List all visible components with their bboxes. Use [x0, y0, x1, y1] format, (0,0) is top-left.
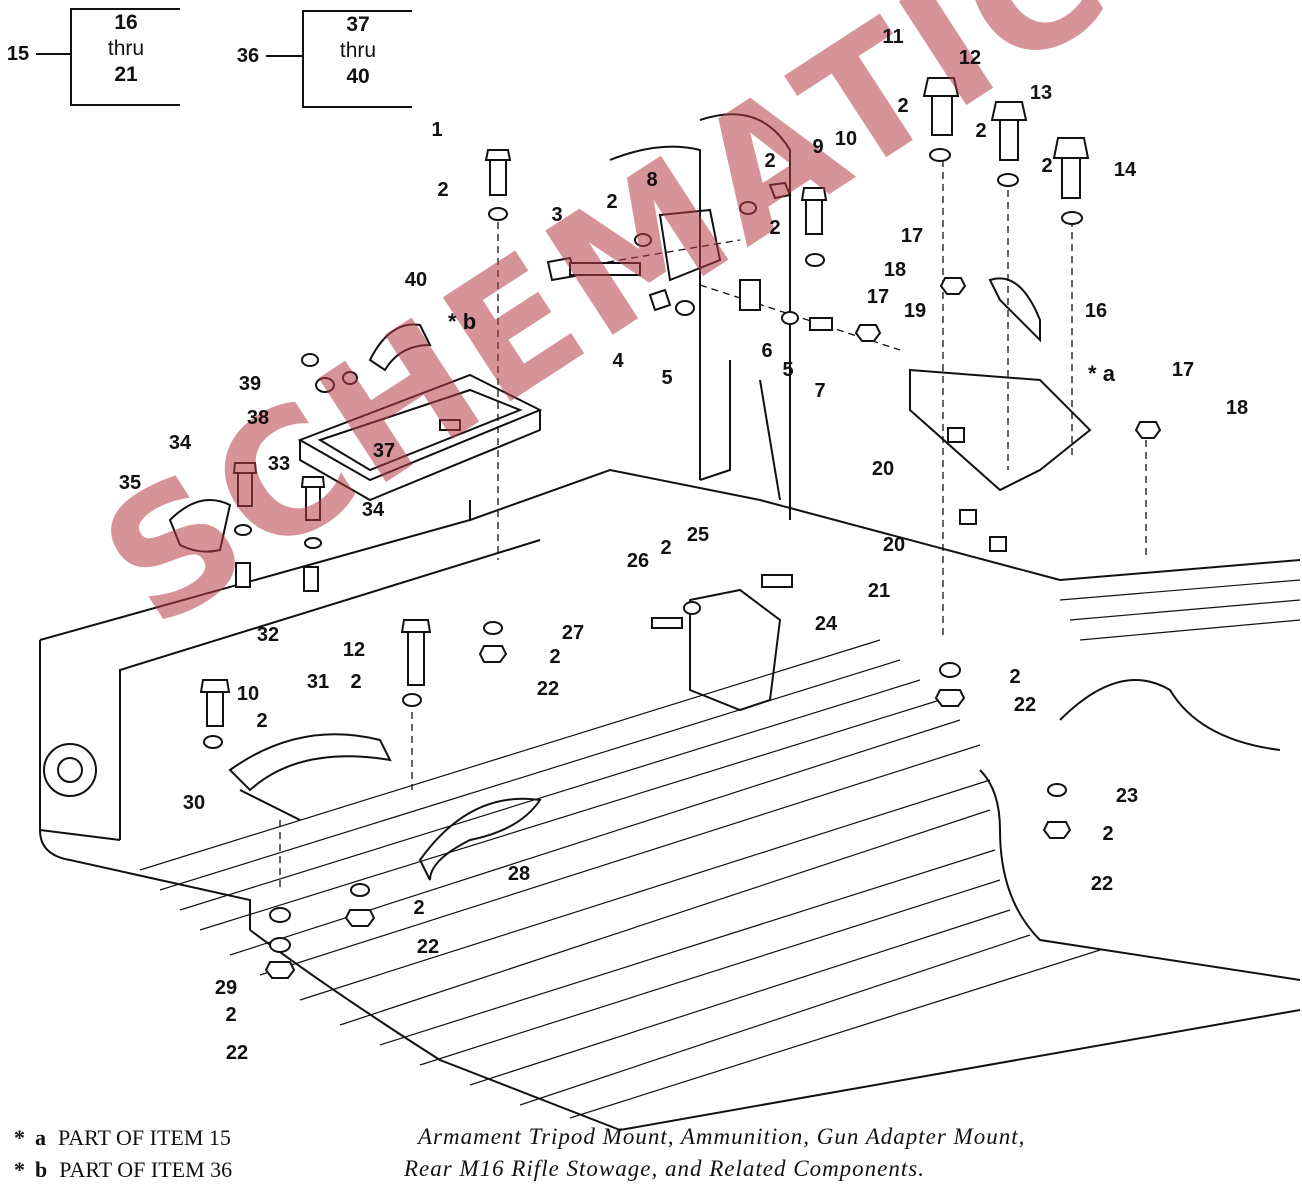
callout-ref-15: 15 [6, 43, 30, 65]
callout-9: 9 [812, 136, 824, 158]
callout-2: 2 [975, 120, 987, 142]
callout-2: 2 [606, 191, 618, 213]
callout-2: 2 [1041, 155, 1053, 177]
callout-6: 6 [761, 340, 773, 362]
callout-16: 16 [1084, 300, 1108, 322]
callout-2: 2 [660, 537, 672, 559]
callout-box-37-40: 37 thru 40 [302, 10, 412, 108]
callout-10: 10 [834, 128, 858, 150]
callout-38: 38 [246, 407, 270, 429]
callout-2: 2 [437, 179, 449, 201]
callout-18: 18 [883, 259, 907, 281]
callout-2: 2 [549, 646, 561, 668]
callout-2: 2 [350, 671, 362, 693]
callout-2: 2 [764, 150, 776, 172]
legend-item-a: * a PART OF ITEM 15 [14, 1126, 231, 1150]
callout-22: 22 [1013, 694, 1037, 716]
callout-20: 20 [882, 534, 906, 556]
group-mark-b: * b [448, 310, 476, 334]
callout-32: 32 [256, 624, 280, 646]
callout-33: 33 [267, 453, 291, 475]
legend-key: a [35, 1125, 46, 1150]
legend-text: PART OF ITEM 36 [59, 1157, 233, 1182]
callout-3: 3 [551, 204, 563, 226]
callout-14: 14 [1113, 159, 1137, 181]
callout-box-thru: thru [339, 39, 377, 62]
callout-17: 17 [1171, 359, 1195, 381]
callout-5: 5 [782, 359, 794, 381]
fasteners [199, 77, 1162, 979]
callout-box-to: 40 [346, 65, 370, 88]
callout-2: 2 [769, 217, 781, 239]
callout-29: 29 [214, 977, 238, 999]
callout-23: 23 [1115, 785, 1139, 807]
callout-ref-36: 36 [236, 45, 260, 67]
callout-27: 27 [561, 622, 585, 644]
legend-item-b: * b PART OF ITEM 36 [14, 1158, 232, 1182]
group-mark-star: * [1088, 361, 1097, 386]
callout-34: 34 [361, 499, 385, 521]
callout-22: 22 [536, 678, 560, 700]
callout-12: 12 [958, 47, 982, 69]
group-mark-letter: a [1102, 361, 1115, 386]
callout-21: 21 [867, 580, 891, 602]
callout-22: 22 [225, 1042, 249, 1064]
callout-2: 2 [897, 95, 909, 117]
callout-12: 12 [342, 639, 366, 661]
callout-24: 24 [814, 613, 838, 635]
legend-key: b [35, 1157, 48, 1182]
group-mark-a: * a [1088, 362, 1115, 386]
callout-4: 4 [612, 350, 624, 372]
caption-line-1: Armament Tripod Mount, Ammunition, Gun A… [418, 1124, 1026, 1149]
callout-13: 13 [1029, 82, 1053, 104]
callout-10: 10 [236, 683, 260, 705]
legend-star: * [14, 1157, 25, 1182]
callout-2: 2 [1102, 823, 1114, 845]
callout-7: 7 [814, 380, 826, 402]
callout-40: 40 [404, 269, 428, 291]
callout-28: 28 [507, 863, 531, 885]
group-mark-star: * [448, 309, 457, 334]
callout-26: 26 [626, 550, 650, 572]
callout-box-thru: thru [107, 37, 145, 60]
callout-2: 2 [256, 710, 268, 732]
bed-floor-ribs [139, 579, 1301, 1119]
callout-31: 31 [306, 671, 330, 693]
callout-box-from: 37 [346, 13, 370, 36]
callout-22: 22 [1090, 873, 1114, 895]
callout-19: 19 [903, 300, 927, 322]
callout-2: 2 [225, 1004, 237, 1026]
callout-35: 35 [118, 472, 142, 494]
callout-30: 30 [182, 792, 206, 814]
callout-25: 25 [686, 524, 710, 546]
callout-37: 37 [372, 440, 396, 462]
group-mark-letter: b [462, 309, 477, 334]
callout-22: 22 [416, 936, 440, 958]
callout-5: 5 [661, 367, 673, 389]
callout-39: 39 [238, 373, 262, 395]
callout-17: 17 [900, 225, 924, 247]
legend-text: PART OF ITEM 15 [58, 1125, 231, 1150]
caption-line-2: Rear M16 Rifle Stowage, and Related Comp… [404, 1156, 925, 1181]
callout-2: 2 [413, 897, 425, 919]
callout-17: 17 [866, 286, 890, 308]
callout-2: 2 [1009, 666, 1021, 688]
callout-34: 34 [168, 432, 192, 454]
callout-1: 1 [431, 119, 443, 141]
callout-18: 18 [1225, 397, 1249, 419]
legend-star: * [14, 1125, 25, 1150]
callout-8: 8 [646, 169, 658, 191]
callout-11: 11 [882, 26, 904, 48]
callout-box-from: 16 [114, 11, 138, 34]
callout-box-16-21: 16 thru 21 [70, 8, 180, 106]
callout-20: 20 [871, 458, 895, 480]
vehicle-body-outline [36, 53, 1301, 1132]
callout-box-to: 21 [114, 63, 138, 86]
